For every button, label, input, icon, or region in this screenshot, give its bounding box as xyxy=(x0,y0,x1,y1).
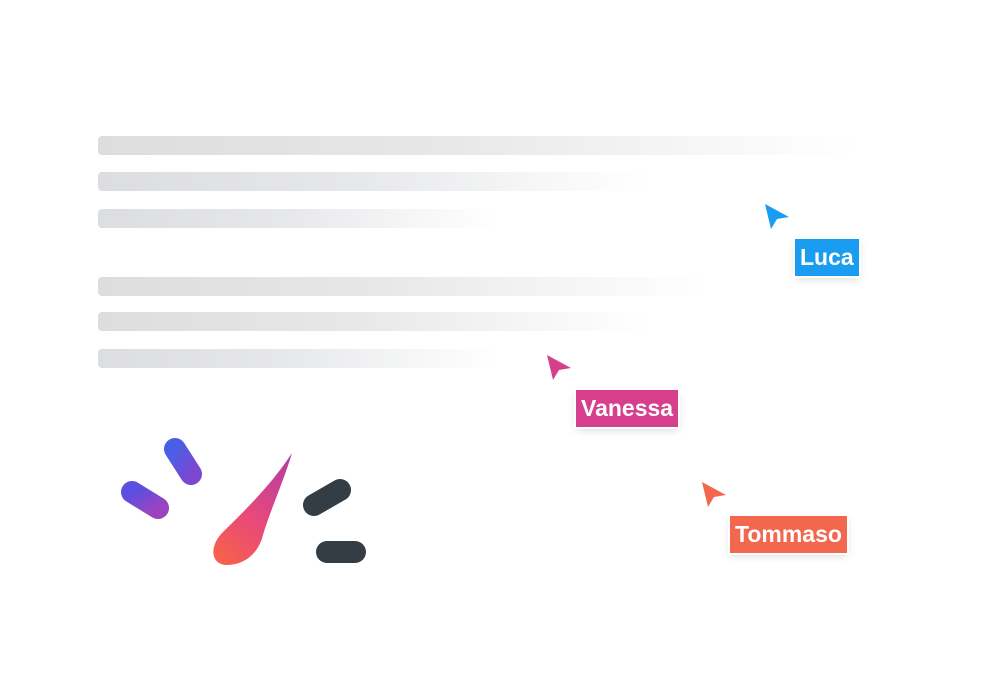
placeholder-line xyxy=(98,209,500,228)
collaborator-name: Tommaso xyxy=(735,521,842,547)
placeholder-line xyxy=(98,312,650,331)
cursor-arrow-icon xyxy=(697,478,731,512)
placeholder-line xyxy=(98,172,650,191)
collaborator-name-tag: Tommaso xyxy=(730,516,847,553)
cursor-arrow-icon xyxy=(542,351,576,385)
placeholder-line xyxy=(98,277,710,296)
placeholder-line xyxy=(98,349,500,368)
speedometer-logo-icon xyxy=(100,415,375,575)
collaborator-name-tag: Luca xyxy=(795,239,859,276)
placeholder-line xyxy=(98,136,858,155)
cursor-arrow-icon xyxy=(760,200,794,234)
collaborator-name: Vanessa xyxy=(581,395,674,421)
collaborator-name: Luca xyxy=(800,244,854,270)
collaborator-name-tag: Vanessa xyxy=(576,390,679,427)
